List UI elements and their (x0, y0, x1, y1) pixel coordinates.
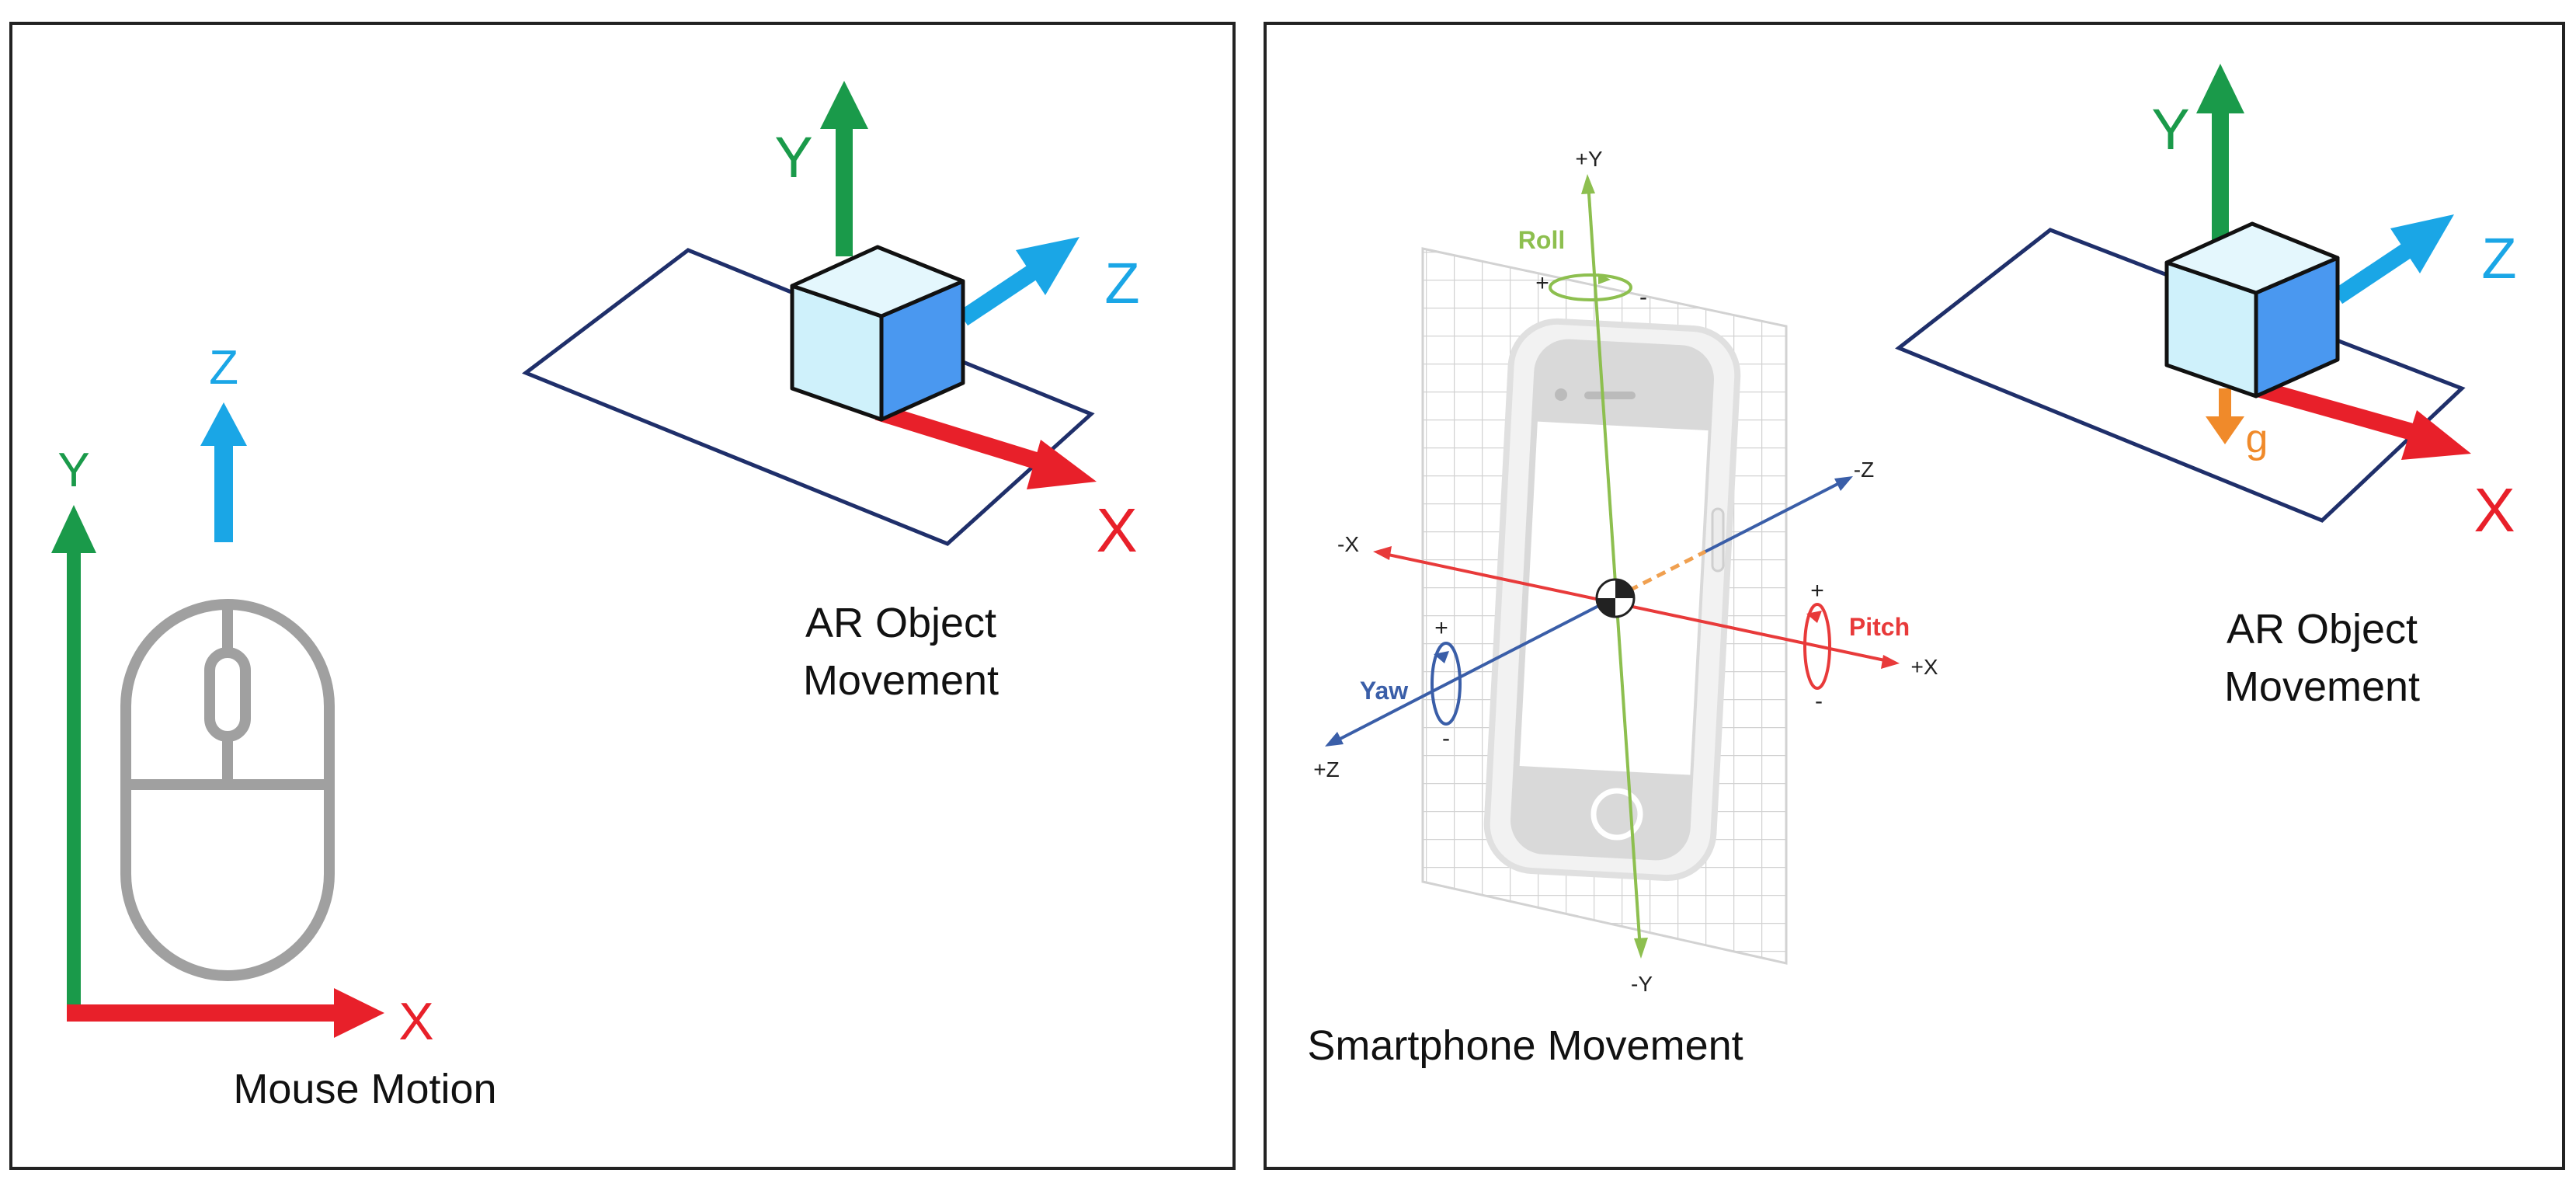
phone-minus-z-label: -Z (1854, 458, 1874, 482)
roll-plus-sign: + (1535, 270, 1549, 296)
ar-right-z-axis (2332, 242, 2413, 305)
phone-z-axis-hidden (1628, 549, 1707, 593)
phone-plus-x-arrowhead (1881, 655, 1900, 669)
phone-y-axis (1587, 182, 1642, 950)
roll-arrowhead (1598, 273, 1611, 284)
roll-rotation-arrow (1549, 273, 1632, 301)
mouse-axes (51, 402, 384, 1038)
ar-object-left (521, 81, 1097, 546)
gravity-axis (2219, 388, 2231, 421)
roll-label: Roll (1518, 226, 1565, 254)
ar-left-x-label: X (1096, 496, 1137, 565)
pitch-rotation-arrow (1803, 603, 1831, 690)
phone-minus-z-arrowhead (1834, 476, 1853, 491)
mouse-z-label: Z (209, 341, 238, 395)
yaw-arrowhead (1434, 651, 1449, 663)
phone-x-axis (1380, 552, 1893, 663)
ar-right-z-arrowhead (2390, 214, 2454, 273)
mouse-x-label: X (398, 992, 433, 1051)
phone-plus-z-label: +Z (1313, 757, 1339, 781)
mouse-y-axis (67, 548, 81, 1014)
roll-minus-sign: - (1639, 284, 1647, 310)
computer-mouse-icon (120, 599, 335, 981)
ar-plane-right (1895, 228, 2466, 523)
ar-right-x-arrowhead (2401, 410, 2471, 460)
ar-left-caption-line1: AR Object (805, 600, 996, 646)
gravity-arrowhead (2206, 416, 2244, 444)
phone-minus-x-label: -X (1337, 532, 1359, 556)
gravity-label: g (2246, 416, 2268, 461)
left-panel (9, 22, 1236, 1170)
ar-right-y-axis (2212, 109, 2229, 249)
ar-left-y-arrowhead (820, 81, 868, 129)
phone-minus-x-arrowhead (1373, 546, 1392, 560)
phone-z-axis-front (1332, 601, 1605, 744)
phone-origin-marker (1595, 578, 1636, 618)
mouse-x-arrowhead (334, 988, 384, 1038)
phone-z-axis-back (1705, 479, 1846, 553)
phone-plus-x-label: +X (1910, 655, 1938, 679)
phone-plus-y-label: +Y (1575, 147, 1602, 171)
ar-right-caption-line1: AR Object (2227, 606, 2418, 653)
ar-left-x-arrowhead (1027, 440, 1097, 489)
mouse-y-label: Y (57, 444, 89, 497)
ar-left-z-axis (958, 264, 1038, 326)
pitch-minus-sign: - (1815, 688, 1823, 714)
ar-left-x-axis (874, 403, 1052, 473)
phone-minus-y-label: -Y (1631, 972, 1653, 996)
pitch-arrowhead (1806, 611, 1822, 623)
ar-right-x-axis (2250, 378, 2425, 444)
ar-right-y-label: Y (2151, 97, 2189, 162)
yaw-label: Yaw (1360, 677, 1408, 705)
ar-object-right (1895, 64, 2471, 523)
mouse-z-arrowhead (200, 402, 247, 446)
mouse-y-arrowhead (51, 505, 96, 553)
mouse-z-axis (214, 441, 233, 542)
ar-left-y-axis (836, 124, 853, 256)
yaw-rotation-arrow (1431, 642, 1462, 726)
phone-plus-z-arrowhead (1325, 732, 1344, 747)
ar-left-caption-line2: Movement (803, 657, 999, 704)
yaw-plus-sign: + (1434, 615, 1448, 641)
yaw-minus-sign: - (1442, 726, 1450, 751)
pitch-label: Pitch (1849, 613, 1910, 641)
pitch-plus-sign: + (1810, 578, 1824, 604)
ar-right-y-arrowhead (2196, 64, 2244, 113)
mouse-x-axis (67, 1004, 340, 1022)
mouse-caption: Mouse Motion (233, 1066, 496, 1112)
smartphone-diagram (1325, 174, 1900, 965)
cube-icon-right (2164, 221, 2340, 399)
ar-plane-left (521, 248, 1095, 546)
ar-right-z-label: Z (2481, 226, 2516, 291)
ar-right-x-label: X (2473, 475, 2515, 545)
ar-left-z-label: Z (1104, 251, 1139, 315)
ar-left-y-label: Y (774, 125, 812, 190)
ar-left-z-arrowhead (1016, 237, 1079, 295)
cube-icon (790, 245, 965, 422)
smartphone-caption: Smartphone Movement (1307, 1022, 1743, 1069)
ar-right-caption-line2: Movement (2224, 663, 2420, 710)
phone-minus-y-arrowhead (1634, 938, 1648, 959)
phone-plus-y-arrowhead (1581, 174, 1595, 194)
